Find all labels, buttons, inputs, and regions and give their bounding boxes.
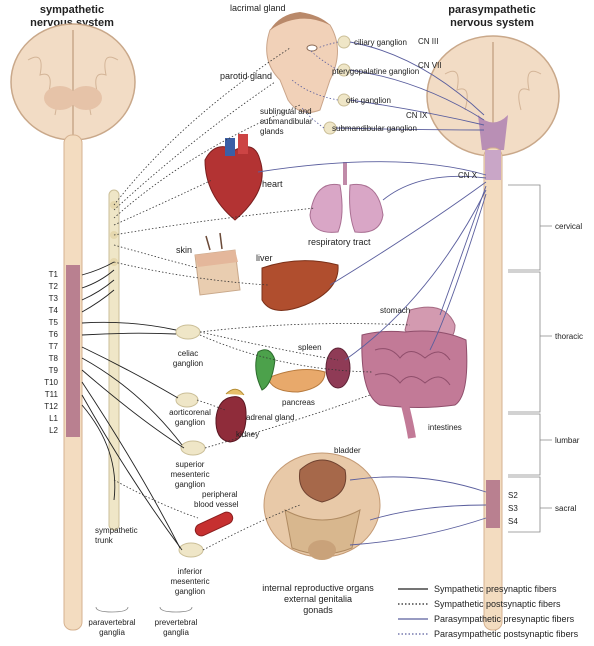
prevertebral-ganglia (175, 324, 206, 558)
cn3-label: CN III (418, 37, 438, 46)
ciliary-ganglion-label: ciliary ganglion (354, 38, 407, 47)
sympathetic-title-line2: nervous system (30, 17, 114, 29)
lacrimal-gland-label: lacrimal gland (230, 3, 286, 13)
region-lumbar: lumbar (555, 436, 580, 445)
legend-para-pre: Parasympathetic presynaptic fibers (434, 614, 575, 624)
segment-t5: T5 (49, 318, 59, 327)
parasympathetic-title-line2: nervous system (450, 17, 534, 29)
kidney-label: kidney (236, 430, 259, 439)
heart-illustration (204, 134, 263, 221)
left-spinal-cord (63, 134, 83, 631)
spleen-label: spleen (298, 343, 322, 352)
segment-l1: L1 (49, 414, 58, 423)
bottom-brackets (95, 606, 193, 613)
segment-t12: T12 (44, 402, 58, 411)
vessel-label-line1: peripheral (202, 490, 238, 499)
reproductive-label-line1: internal reproductive organs (262, 583, 374, 593)
reproductive-label-line2: external genitalia (284, 594, 352, 604)
intestines-illustration (361, 330, 468, 439)
spleen-pancreas-illustration (255, 347, 351, 393)
skin-illustration (194, 232, 241, 296)
legend-symp-post: Sympathetic postsynaptic fibers (434, 599, 561, 609)
inferior-mesenteric-label-line1: inferior (178, 567, 203, 576)
region-sacral: sacral (555, 504, 577, 513)
kidney-illustration (215, 388, 247, 443)
segment-t7: T7 (49, 342, 59, 351)
sympathetic-title-line1: sympathetic (40, 4, 104, 16)
superior-mesenteric-label-line1: superior (176, 460, 205, 469)
segment-t9: T9 (49, 366, 59, 375)
sublingual-label-line1: sublingual and (260, 107, 312, 116)
inferior-mesenteric-label-line3: ganglion (175, 587, 205, 596)
reproductive-label-line3: gonads (303, 605, 333, 615)
parotid-gland-label: parotid gland (220, 71, 272, 81)
lungs-illustration (309, 162, 384, 233)
segment-s4: S4 (508, 517, 518, 526)
segment-l2: L2 (49, 426, 58, 435)
aorticorenal-label-line2: ganglion (175, 418, 205, 427)
sublingual-label-line2: submandibular (260, 117, 313, 126)
intestines-label: intestines (428, 423, 462, 432)
sublingual-label-line3: glands (260, 127, 284, 136)
cn9-label: CN IX (406, 111, 428, 120)
vessel-label-line2: blood vessel (194, 500, 239, 509)
region-brackets (508, 184, 552, 533)
blood-vessel-illustration (194, 511, 234, 537)
sympathetic-fibers (81, 261, 185, 551)
segment-t3: T3 (49, 294, 59, 303)
segment-t6: T6 (49, 330, 59, 339)
pterygopalatine-ganglion-label: pterygopalatine ganglion (332, 67, 419, 76)
parasympathetic-fibers (257, 41, 487, 546)
cn10-label: CN X (458, 171, 478, 180)
sympathetic-trunk (108, 189, 120, 531)
segment-t8: T8 (49, 354, 59, 363)
segment-s2: S2 (508, 491, 518, 500)
superior-mesenteric-label-line2: mesenteric (170, 470, 209, 479)
respiratory-label: respiratory tract (308, 237, 371, 247)
aorticorenal-label-line1: aorticorenal (169, 408, 211, 417)
segment-t11: T11 (45, 390, 59, 399)
parasympathetic-title-line1: parasympathetic (448, 4, 535, 16)
pancreas-label: pancreas (282, 398, 315, 407)
segment-t10: T10 (44, 378, 58, 387)
cn7-label: CN VII (418, 61, 442, 70)
sympathetic-postsynaptic-fibers (113, 47, 411, 551)
submandibular-ganglion-label: submandibular ganglion (332, 124, 417, 133)
liver-illustration (261, 260, 339, 311)
segment-t2: T2 (49, 282, 59, 291)
head-illustration (266, 12, 338, 113)
legend: Sympathetic presynaptic fibers Sympathet… (398, 584, 579, 639)
celiac-label-line2: ganglion (173, 359, 203, 368)
celiac-label-line1: celiac (178, 349, 198, 358)
prevertebral-label-line2: ganglia (163, 628, 189, 637)
segment-t4: T4 (49, 306, 59, 315)
parasympathetic-postsynaptic-fibers (291, 41, 339, 129)
liver-label: liver (256, 253, 273, 263)
left-brain (10, 23, 136, 141)
right-brain (426, 35, 560, 157)
sympathetic-trunk-label-line1: sympathetic (95, 526, 138, 535)
paravertebral-label-line2: ganglia (99, 628, 125, 637)
heart-label: heart (262, 179, 283, 189)
skin-label: skin (176, 245, 192, 255)
region-thoracic: thoracic (555, 332, 583, 341)
inferior-mesenteric-label-line2: mesenteric (170, 577, 209, 586)
prevertebral-label-line1: prevertebral (155, 618, 198, 627)
segment-t1: T1 (49, 270, 59, 279)
superior-mesenteric-label-line3: ganglion (175, 480, 205, 489)
region-cervical: cervical (555, 222, 582, 231)
legend-para-post: Parasympathetic postsynaptic fibers (434, 629, 579, 639)
stomach-label: stomach (380, 306, 410, 315)
bladder-label: bladder (334, 446, 361, 455)
adrenal-gland-label: adrenal gland (246, 413, 294, 422)
segment-s3: S3 (508, 504, 518, 513)
right-spinal-cord (483, 147, 503, 631)
legend-symp-pre: Sympathetic presynaptic fibers (434, 584, 557, 594)
otic-ganglion-label: otic ganglion (346, 96, 391, 105)
paravertebral-label-line1: paravertebral (88, 618, 135, 627)
sympathetic-trunk-label-line2: trunk (95, 536, 114, 545)
reproductive-illustration (263, 452, 381, 560)
